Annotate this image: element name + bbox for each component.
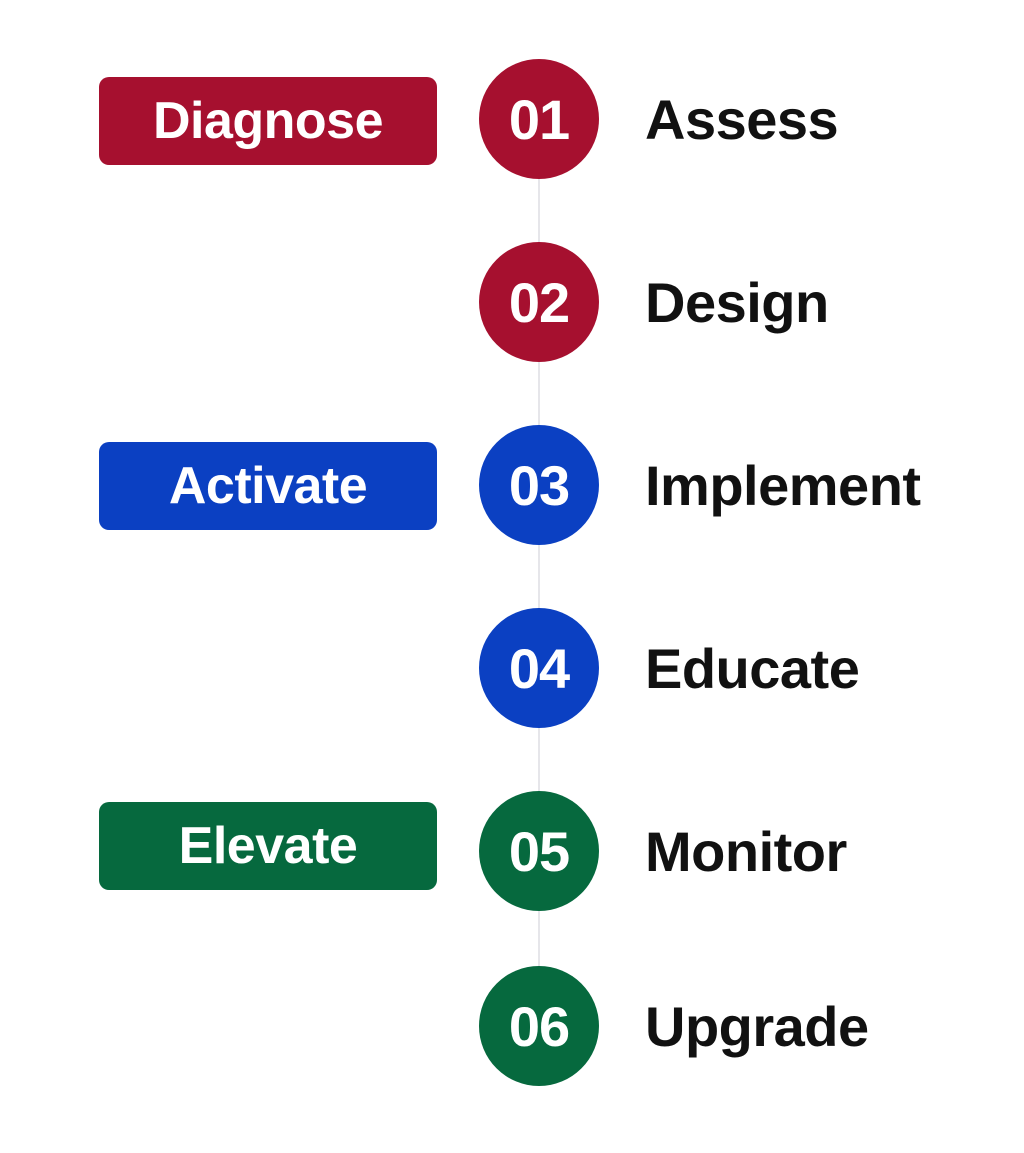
- phase-activate: Activate: [99, 442, 437, 530]
- phase-diagnose: Diagnose: [99, 77, 437, 165]
- step-number-02: 02: [479, 242, 599, 362]
- phase-elevate: Elevate: [99, 802, 437, 890]
- step-number-01: 01: [479, 59, 599, 179]
- connector-line: [538, 728, 540, 792]
- connector-line: [538, 911, 540, 967]
- step-number-06: 06: [479, 966, 599, 1086]
- step-number-04: 04: [479, 608, 599, 728]
- step-label-implement: Implement: [645, 453, 921, 517]
- step-label-upgrade: Upgrade: [645, 994, 869, 1058]
- connector-line: [538, 545, 540, 609]
- step-label-monitor: Monitor: [645, 819, 847, 883]
- connector-line: [538, 362, 540, 426]
- step-label-educate: Educate: [645, 636, 860, 700]
- step-number-05: 05: [479, 791, 599, 911]
- step-number-03: 03: [479, 425, 599, 545]
- step-label-design: Design: [645, 270, 829, 334]
- connector-line: [538, 179, 540, 243]
- step-label-assess: Assess: [645, 87, 839, 151]
